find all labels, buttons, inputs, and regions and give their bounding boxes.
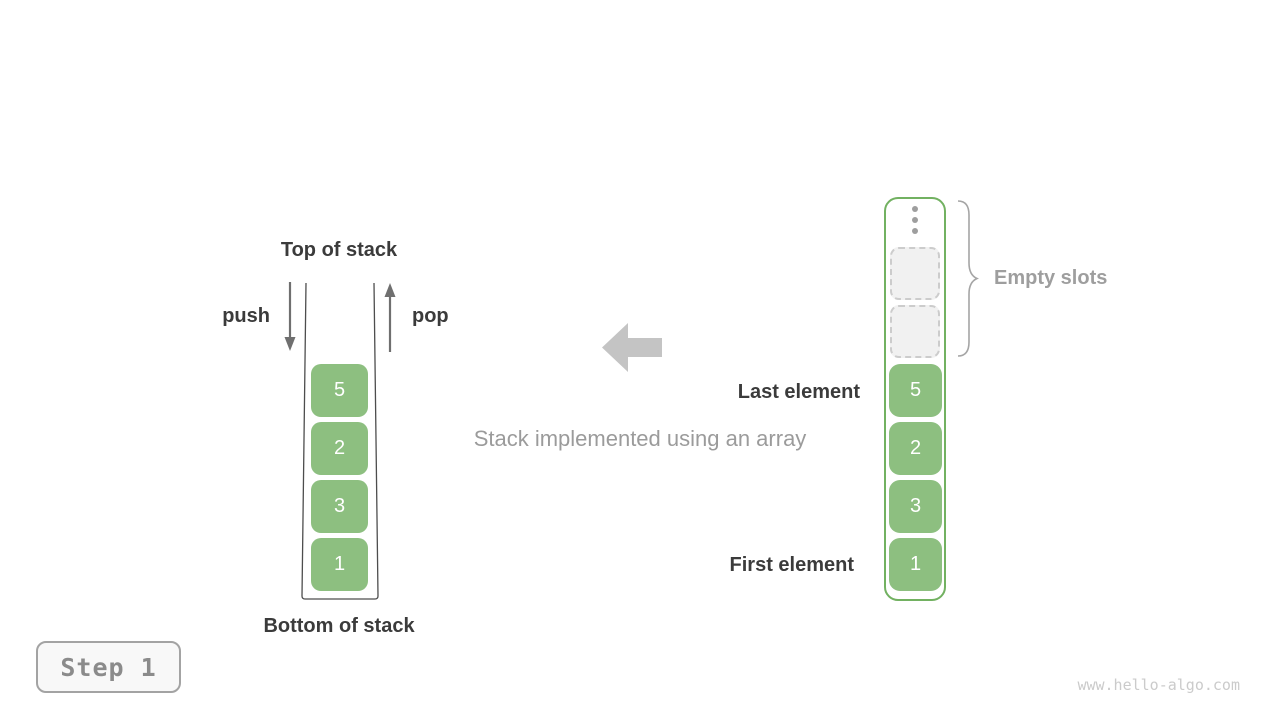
first-element-label: First element (729, 554, 854, 576)
empty-slot (890, 247, 940, 300)
bottom-of-stack-label: Bottom of stack (263, 615, 415, 637)
left-block-arrow-icon (602, 323, 662, 372)
last-element-label: Last element (737, 381, 860, 403)
top-of-stack-label: Top of stack (280, 239, 398, 261)
figure-caption: Stack implemented using an array (473, 426, 807, 451)
array-cell: 5 (889, 364, 942, 417)
array-cell: 2 (889, 422, 942, 475)
vertical-ellipsis-icon (912, 217, 918, 223)
array-cell: 3 (889, 480, 942, 533)
pop-up-arrow-icon (384, 283, 396, 352)
empty-slot (890, 305, 940, 358)
push-down-arrow-icon (284, 282, 296, 351)
stack-cell: 3 (311, 480, 368, 533)
empty-slots-brace (957, 200, 979, 357)
array-container-outline (884, 197, 946, 601)
step-badge: Step 1 (36, 641, 181, 693)
stack-cell: 5 (311, 364, 368, 417)
pop-label: pop (412, 305, 449, 327)
vertical-ellipsis-icon (912, 228, 918, 234)
vertical-ellipsis-icon (912, 206, 918, 212)
step-badge-label: Step 1 (60, 652, 157, 682)
stack-cell: 1 (311, 538, 368, 591)
stack-container-outline (301, 282, 379, 600)
array-cell: 1 (889, 538, 942, 591)
stack-cell: 2 (311, 422, 368, 475)
push-label: push (222, 305, 270, 327)
watermark: www.hello-algo.com (1077, 676, 1240, 694)
empty-slots-label: Empty slots (994, 267, 1108, 289)
